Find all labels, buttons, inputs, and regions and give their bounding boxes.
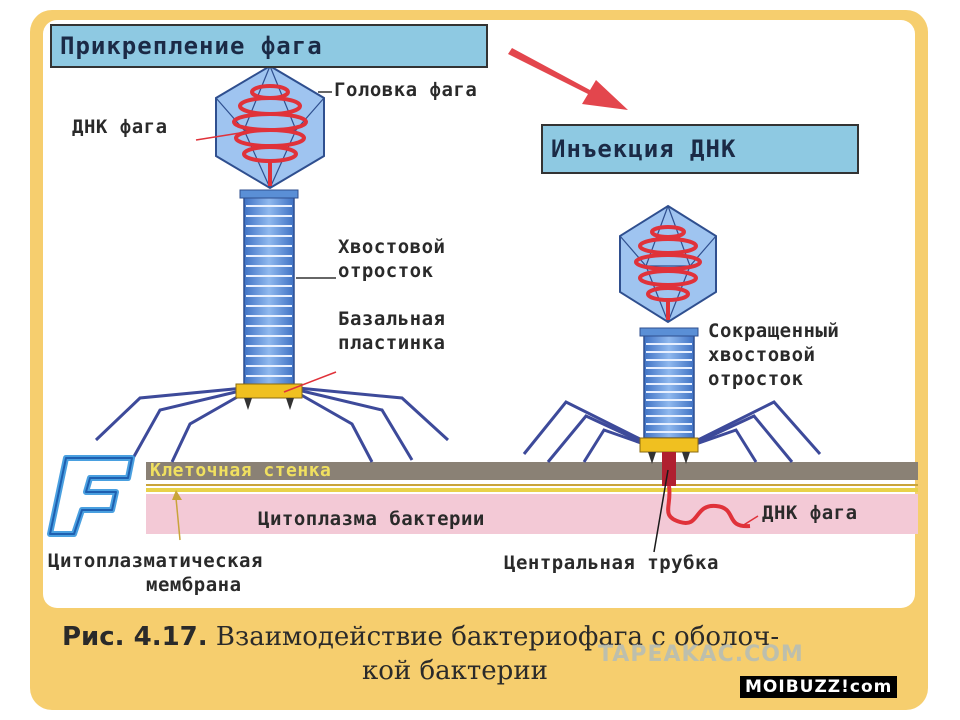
label-dna-right: ДНК фага [762,502,858,524]
cytoplasmic-membrane [146,488,918,492]
title-injection: Инъекция ДНК [541,124,859,174]
label-membrane-2: мембрана [146,574,242,596]
phage-attached [94,64,450,463]
phage-injecting [522,204,822,553]
label-cell-wall: Клеточная стенка [150,460,332,481]
label-membrane-1: Цитоплазматическая [48,550,263,572]
site-watermark: MOIBUZZ!com [740,676,898,698]
overlay-watermark: TAPEAKAC.COM [598,642,804,667]
label-tail-2: отросток [338,260,434,282]
label-contracted-2: хвостовой [708,344,816,366]
cytoplasm-band [146,494,918,534]
label-base-1: Базальная [338,308,446,330]
label-central-tube: Центральная трубка [504,552,719,574]
caption-line-1: Взаимодействие бактериофага с оболоч- [215,622,780,652]
label-contracted-1: Сокращенный [708,320,840,342]
membrane-line [146,484,918,486]
label-contracted-3: отросток [708,368,804,390]
caption-line-2: кой бактерии [362,656,548,686]
label-dna-left: ДНК фага [72,116,168,138]
label-head: Головка фага [334,79,478,101]
f-logo-icon [47,455,135,537]
caption-number: Рис. 4.17. [62,622,208,652]
title-attachment: Прикрепление фага [50,24,488,68]
label-pointers [172,91,336,541]
figure-caption: Рис. 4.17. Взаимодействие бактериофага с… [62,620,912,688]
label-cytoplasm: Цитоплазма бактерии [258,508,485,530]
cell-wall-band [146,462,918,480]
label-tail-1: Хвостовой [338,236,446,258]
label-base-2: пластинка [338,332,446,354]
transition-arrow [508,48,628,110]
